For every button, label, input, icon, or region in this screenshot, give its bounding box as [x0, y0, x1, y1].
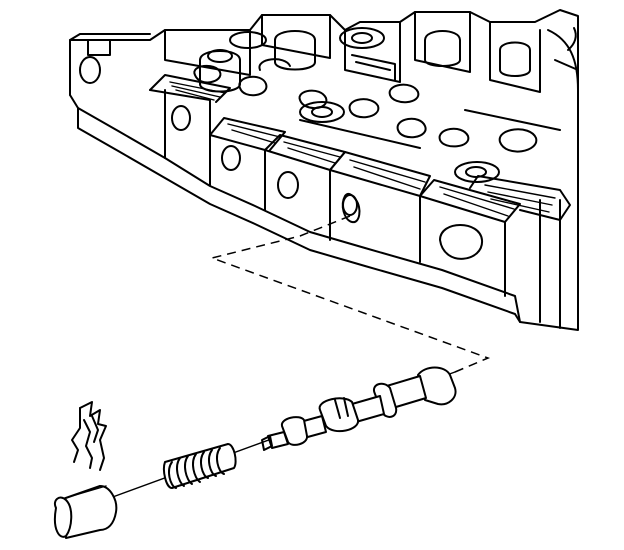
- valve-body-casting-icon: [69, 9, 579, 331]
- retaining-clip-icon: [71, 401, 107, 471]
- coil-spring-icon: [162, 443, 237, 489]
- valve-bore-icon: [341, 192, 361, 224]
- bore-plug-icon: [54, 485, 118, 539]
- spool-valve-icon: [261, 366, 457, 451]
